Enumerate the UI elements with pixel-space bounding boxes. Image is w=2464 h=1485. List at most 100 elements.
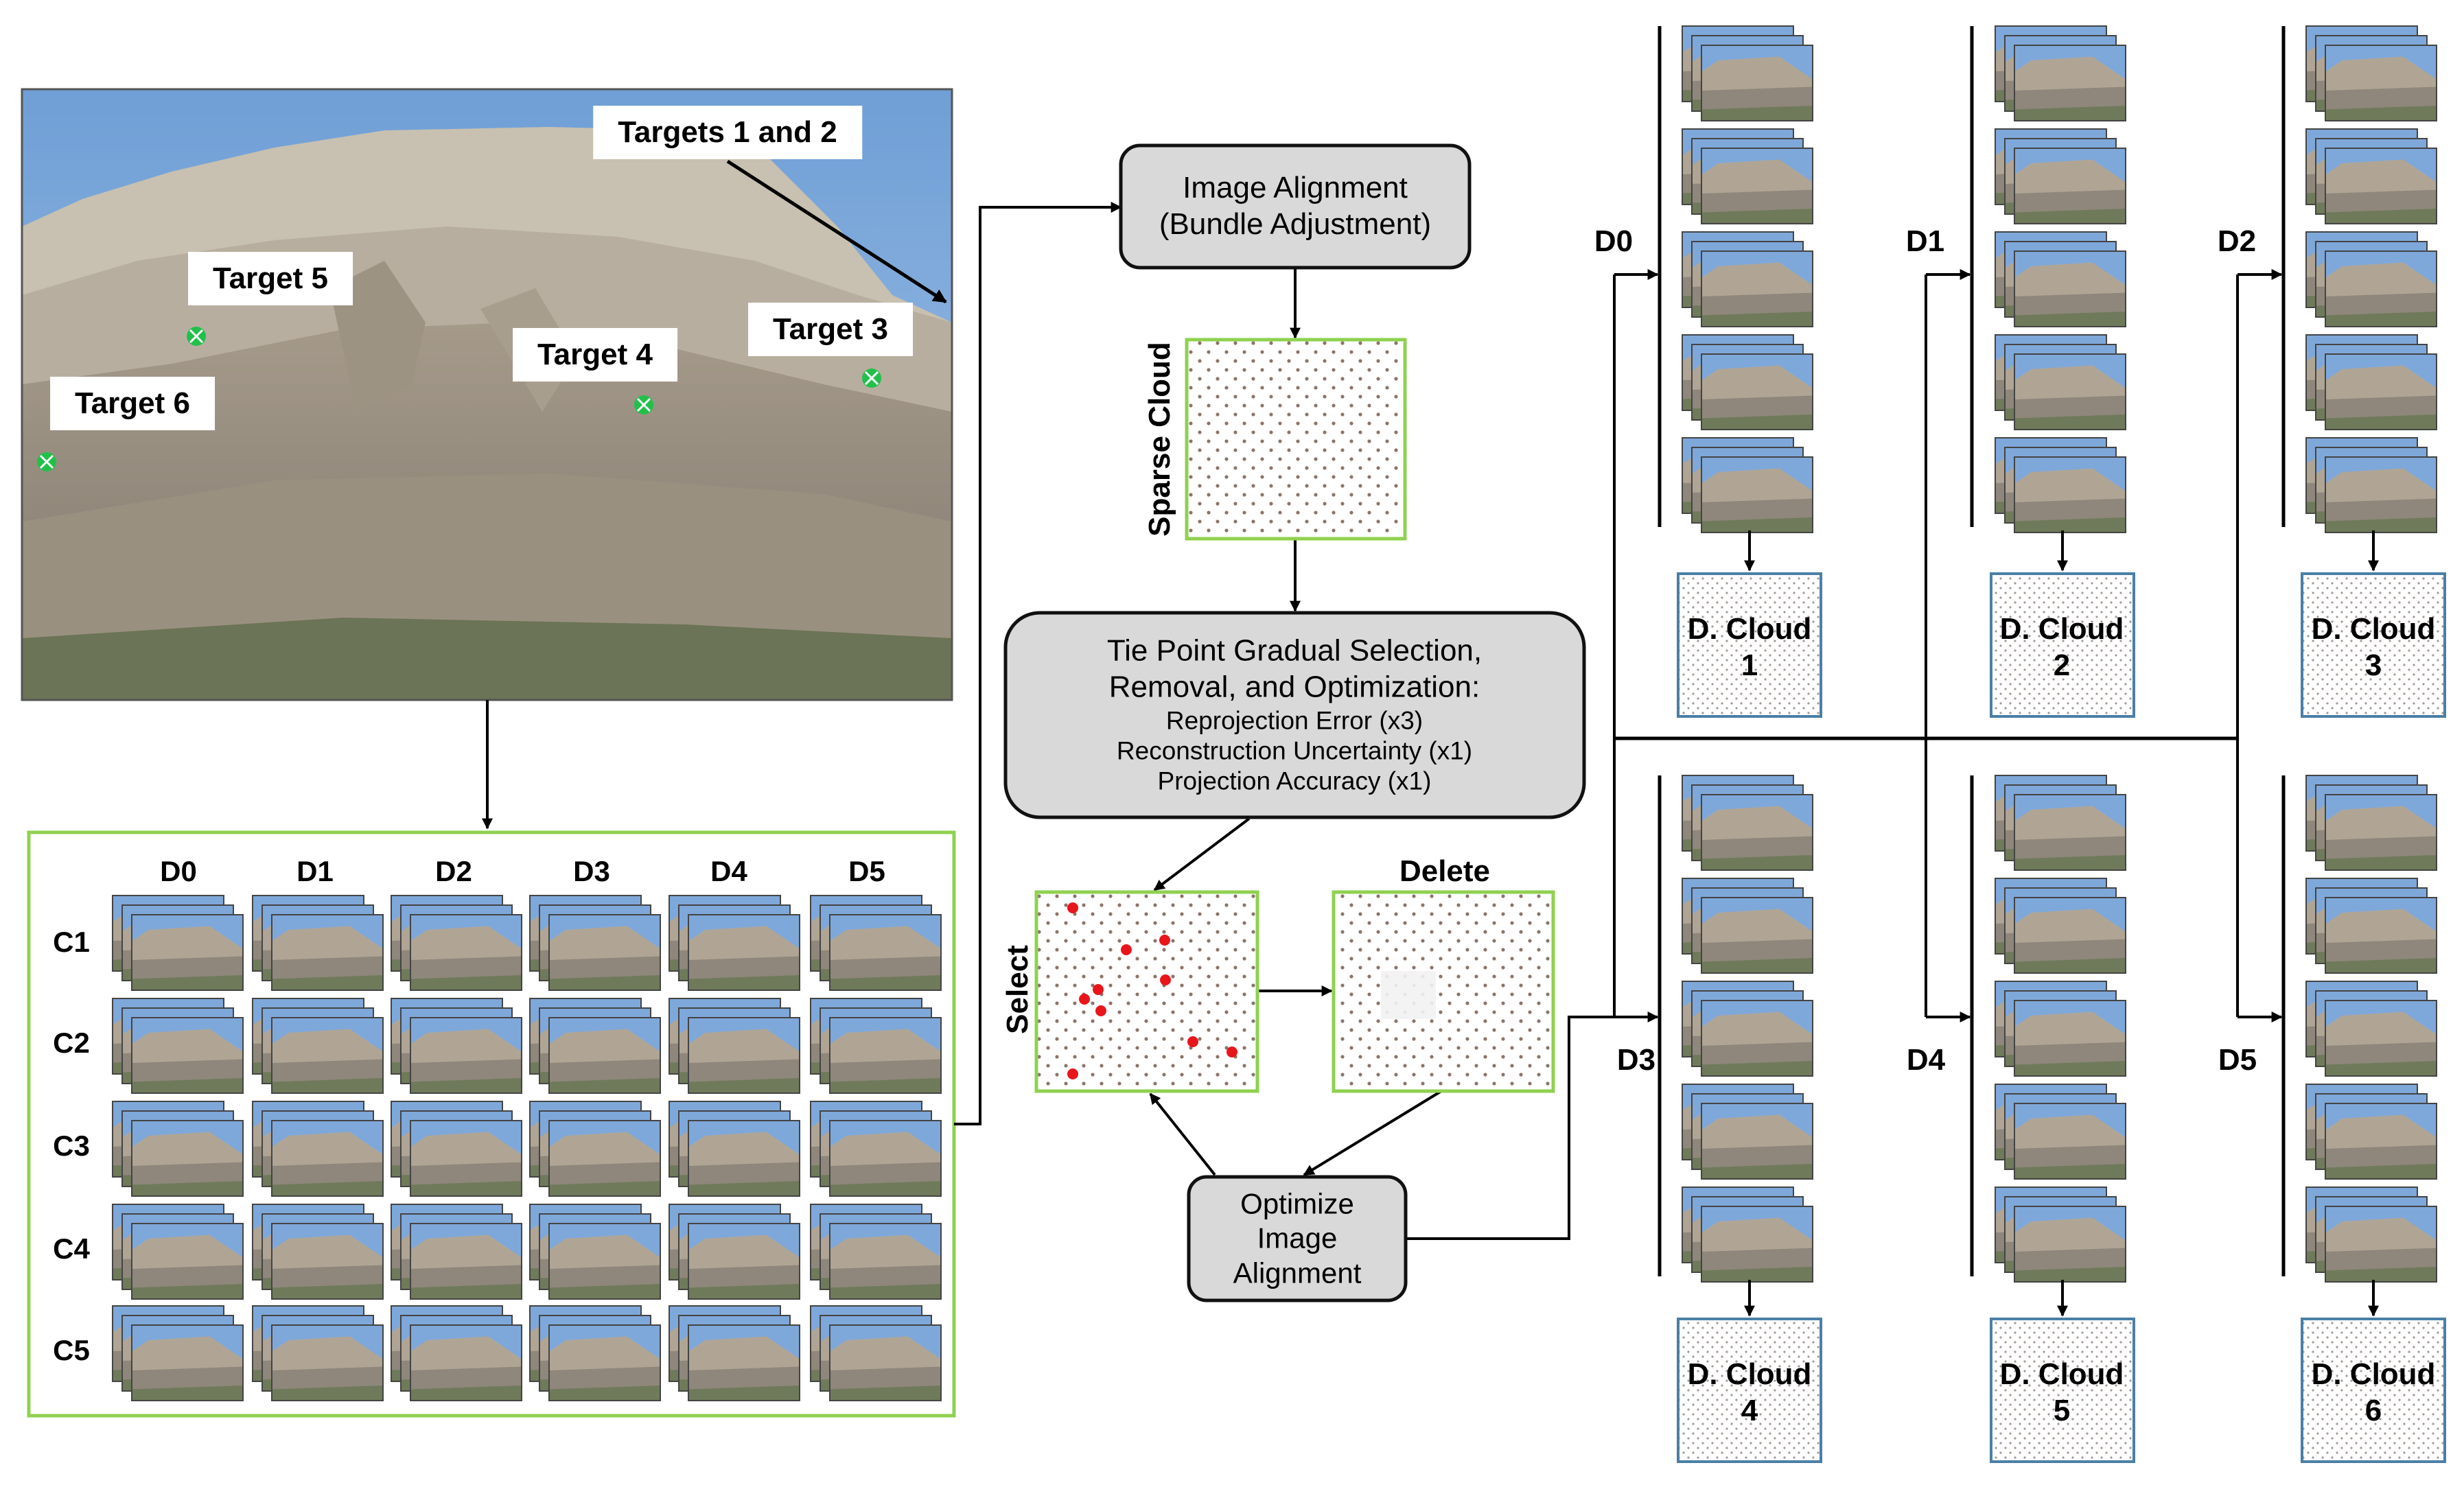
tie-point-heading-1: Tie Point Gradual Selection, xyxy=(1106,633,1483,668)
output-stack-d0-3 xyxy=(1682,231,1813,327)
output-stack-d0-4 xyxy=(1682,334,1813,430)
tie-point-box xyxy=(1003,611,1586,819)
photo-stack-c1-d3 xyxy=(529,895,661,991)
output-group-d5: D5 xyxy=(2218,1043,2257,1077)
dense-cloud-4-number: 4 xyxy=(1741,1394,1758,1427)
target-marker-6 xyxy=(37,452,56,471)
tie-point-heading-2: Removal, and Optimization: xyxy=(1108,670,1480,704)
photo-stack-c2-d4 xyxy=(669,998,800,1094)
matrix-row-c2: C2 xyxy=(53,1027,90,1059)
photo-matrix-grid xyxy=(112,895,942,1401)
output-d1 xyxy=(1926,25,2135,718)
output-stack-d4-1 xyxy=(1995,775,2126,871)
output-stack-d2-3 xyxy=(2305,231,2437,327)
photo-stack-c1-d2 xyxy=(391,895,522,991)
target-label-3: Target 3 xyxy=(748,303,913,356)
photo-stack-c3-d3 xyxy=(529,1101,661,1197)
photo-stack-c3-d0 xyxy=(112,1101,244,1197)
matrix-row-c3: C3 xyxy=(53,1130,90,1162)
dense-cloud-2-title: D. Cloud xyxy=(1999,612,2124,646)
sparse-cloud-label: Sparse Cloud xyxy=(1143,342,1176,537)
photo-stack-c2-d5 xyxy=(810,998,942,1094)
photo-stack-c3-d1 xyxy=(252,1101,384,1197)
dense-cloud-3-label: D. Cloud 3 xyxy=(2312,611,2436,684)
matrix-col-d4: D4 xyxy=(710,855,747,887)
output-group-d1: D1 xyxy=(1905,224,1945,258)
sparse-cloud-panel xyxy=(1185,338,1407,541)
target-markers xyxy=(37,327,881,471)
dense-cloud-2-number: 2 xyxy=(2053,648,2071,682)
matrix-col-d2: D2 xyxy=(435,855,472,887)
dense-cloud-3-number: 3 xyxy=(2364,648,2382,682)
matrix-col-d5: D5 xyxy=(848,855,885,887)
photo-stack-c1-d4 xyxy=(669,895,800,991)
criterion-reprojection: Reprojection Error (x3) xyxy=(1165,706,1423,735)
tie-point-text: Tie Point Gradual Selection, Removal, an… xyxy=(1107,633,1482,797)
optimize-line-1: Optimize xyxy=(1240,1187,1354,1220)
target-label-4: Target 4 xyxy=(513,328,677,382)
dense-cloud-5-label: D. Cloud 5 xyxy=(2000,1357,2124,1429)
optimize-line-3: Alignment xyxy=(1233,1256,1362,1289)
dense-cloud-5-title: D. Cloud xyxy=(1999,1357,2124,1392)
image-alignment-line-2: (Bundle Adjustment) xyxy=(1159,207,1432,241)
matrix-row-c5: C5 xyxy=(53,1334,90,1366)
output-stack-d2-1 xyxy=(2305,25,2437,121)
dense-cloud-panel-2 xyxy=(1990,572,2135,718)
photo-stack-c3-d2 xyxy=(391,1101,522,1197)
delete-label: Delete xyxy=(1399,854,1491,888)
output-stack-d1-2 xyxy=(1995,128,2126,224)
target-label-6: Target 6 xyxy=(50,377,215,430)
target-label-5: Target 5 xyxy=(188,252,353,305)
output-stack-d5-2 xyxy=(2305,878,2437,974)
output-stack-d3-5 xyxy=(1682,1186,1813,1283)
target-marker-3 xyxy=(862,369,881,388)
dense-cloud-panel-1 xyxy=(1677,572,1822,718)
dense-cloud-6-number: 6 xyxy=(2364,1394,2382,1427)
photo-stack-c2-d0 xyxy=(112,998,244,1094)
output-d4 xyxy=(1926,775,2135,1463)
photo-stack-c5-d1 xyxy=(252,1305,384,1401)
target-label-1-2: Targets 1 and 2 xyxy=(593,106,862,159)
photo-stack-c2-d1 xyxy=(252,998,384,1094)
output-d5 xyxy=(2238,775,2446,1463)
output-stack-d4-5 xyxy=(1995,1186,2126,1283)
photo-stack-c2-d2 xyxy=(391,998,522,1094)
photo-stack-c5-d4 xyxy=(669,1305,800,1401)
dense-cloud-2-label: D. Cloud 2 xyxy=(2000,611,2124,684)
photo-stack-c4-d1 xyxy=(252,1204,384,1300)
image-alignment-box xyxy=(1119,143,1472,270)
output-d0 xyxy=(1614,25,1822,718)
outcrop-photo xyxy=(21,88,953,701)
output-stack-d1-3 xyxy=(1995,231,2126,327)
dense-cloud-4-title: D. Cloud xyxy=(1687,1357,1812,1392)
select-panel xyxy=(1034,890,1259,1093)
target-marker-5 xyxy=(187,327,206,346)
image-alignment-text: Image Alignment (Bundle Adjustment) xyxy=(1159,170,1431,243)
photo-stack-c5-d3 xyxy=(529,1305,661,1401)
output-group-d3: D3 xyxy=(1616,1043,1656,1077)
output-stack-d3-1 xyxy=(1682,775,1813,871)
output-stack-d4-3 xyxy=(1995,981,2126,1077)
matrix-col-d1: D1 xyxy=(297,855,334,887)
photo-stack-c4-d5 xyxy=(810,1204,942,1300)
output-stack-d1-4 xyxy=(1995,334,2126,430)
output-group-d2: D2 xyxy=(2217,224,2257,258)
photo-stack-c4-d0 xyxy=(112,1204,244,1300)
output-stack-d0-5 xyxy=(1682,437,1813,533)
dense-cloud-1-label: D. Cloud 1 xyxy=(1688,611,1812,684)
select-label: Select xyxy=(1001,945,1034,1034)
photo-stack-c1-d5 xyxy=(810,895,942,991)
dense-cloud-panel-3 xyxy=(2301,572,2446,718)
dense-cloud-6-title: D. Cloud xyxy=(2311,1357,2436,1392)
dense-cloud-3-title: D. Cloud xyxy=(2311,612,2436,646)
dense-cloud-panel-6 xyxy=(2301,1318,2446,1463)
criterion-reconstruction: Reconstruction Uncertainty (x1) xyxy=(1116,736,1473,765)
output-stack-d0-1 xyxy=(1682,25,1813,121)
photo-stack-c4-d3 xyxy=(529,1204,661,1300)
output-stack-d5-4 xyxy=(2305,1084,2437,1180)
target-marker-4 xyxy=(634,395,653,414)
delete-panel xyxy=(1332,890,1555,1093)
dense-cloud-1-number: 1 xyxy=(1741,648,1758,682)
output-stack-d1-1 xyxy=(1995,25,2126,121)
